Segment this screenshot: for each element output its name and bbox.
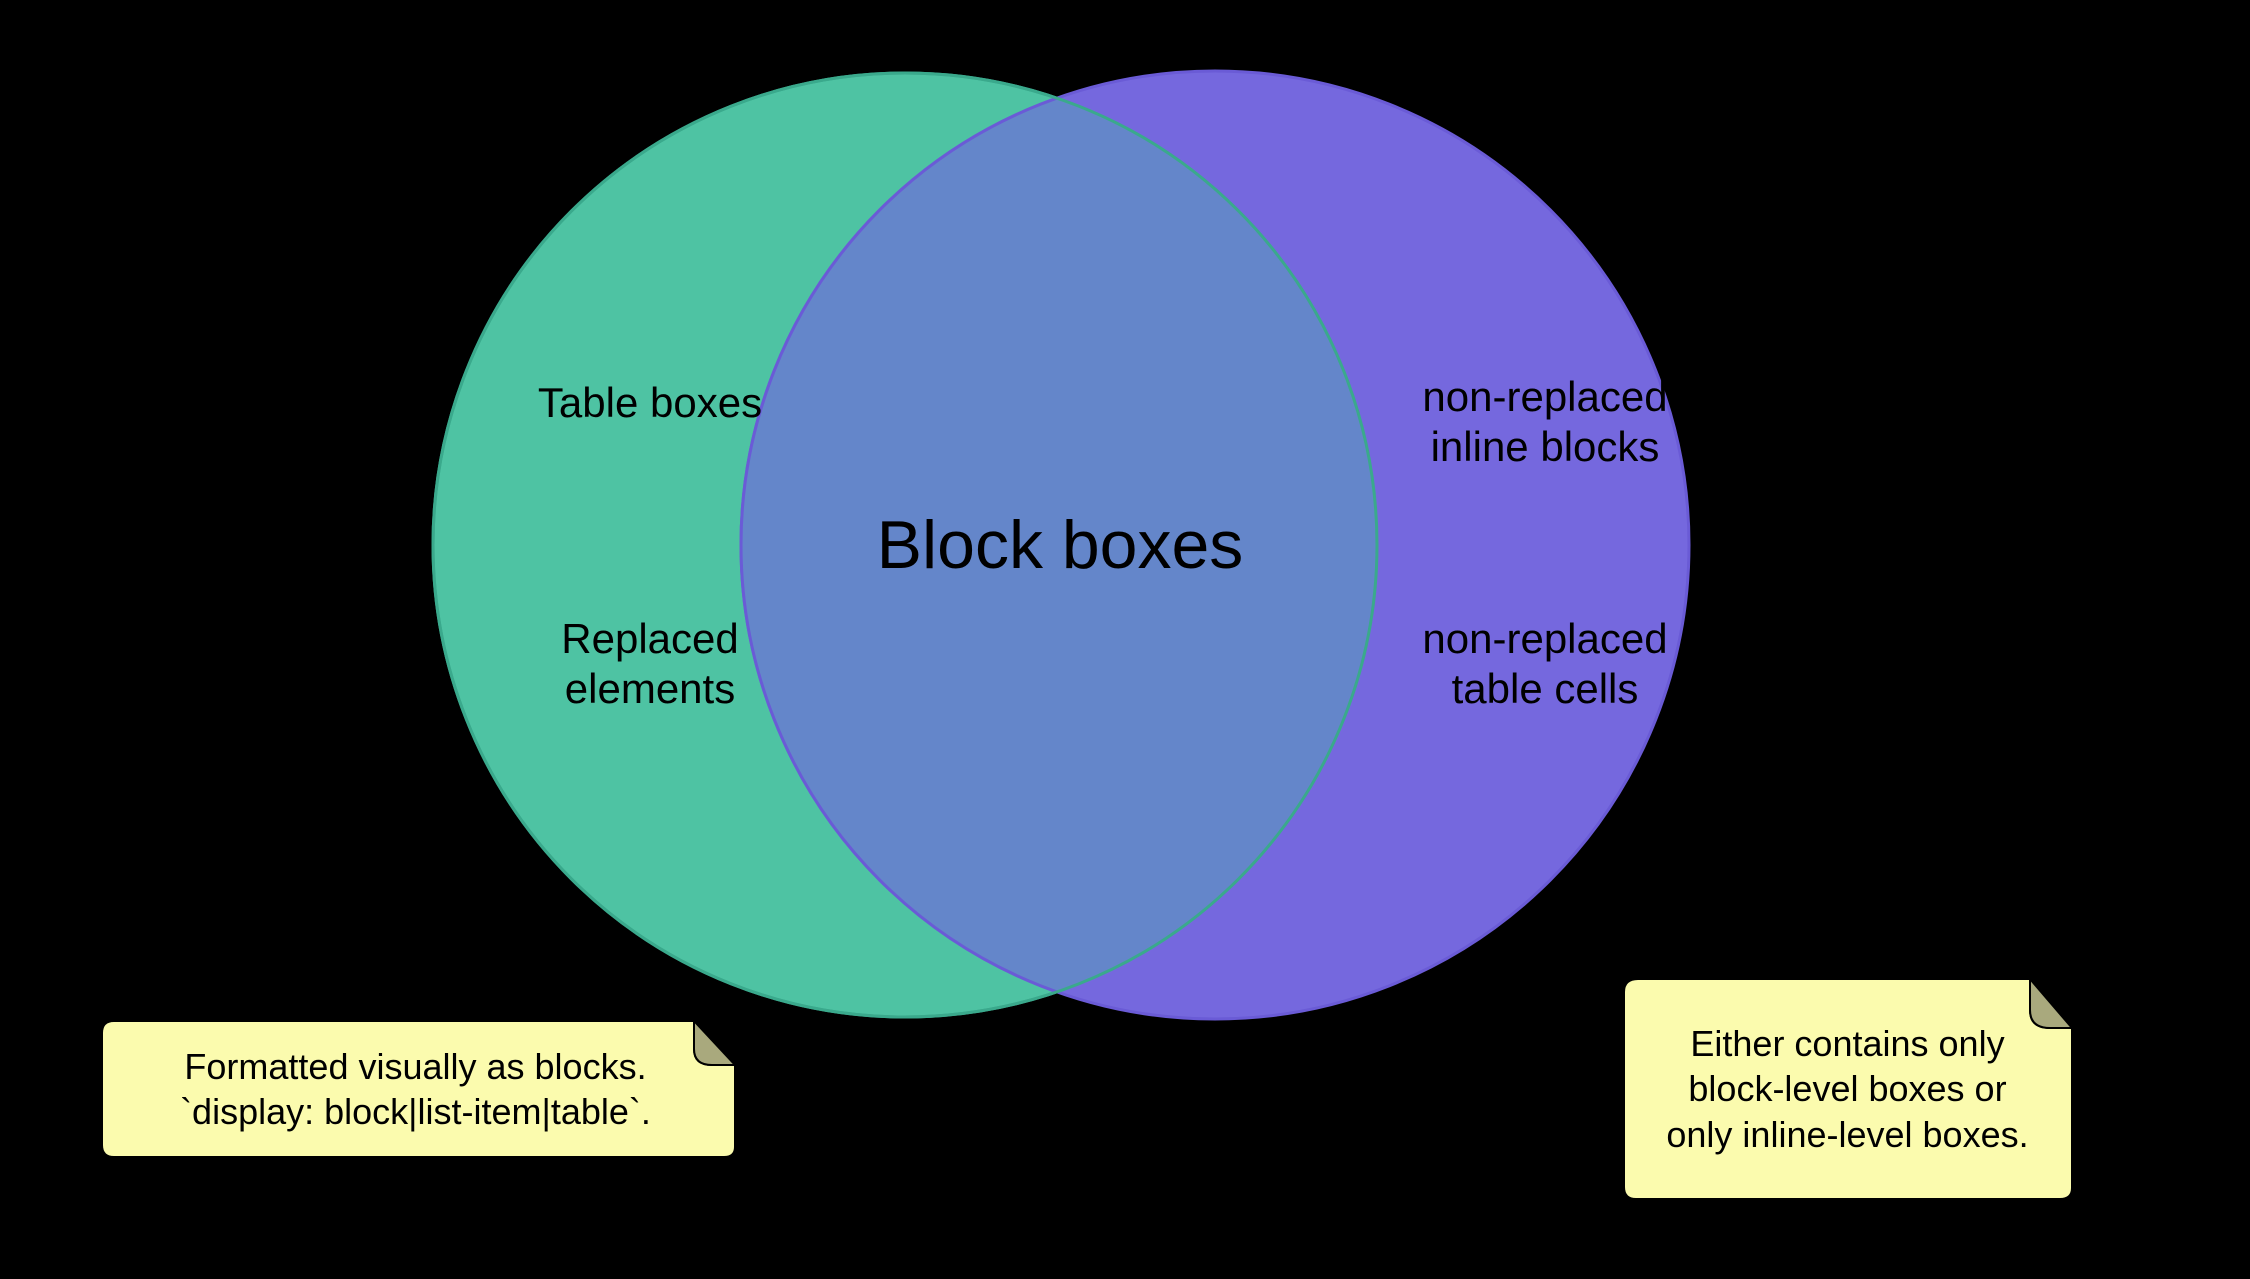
note-right-text: Either contains only block-level boxes o…: [1666, 1022, 2029, 1155]
note-left-shape: [101, 1019, 737, 1158]
note-right-shape: [1623, 976, 2075, 1200]
overlap-region[interactable]: [739, 71, 1689, 1019]
note-left-text: Formatted visually as blocks. `display: …: [180, 1045, 651, 1132]
note-right-circle[interactable]: Either contains only block-level boxes o…: [1620, 976, 2075, 1202]
left-circle-outline: [431, 71, 1379, 1019]
note-left-circle[interactable]: Formatted visually as blocks. `display: …: [94, 1019, 737, 1159]
